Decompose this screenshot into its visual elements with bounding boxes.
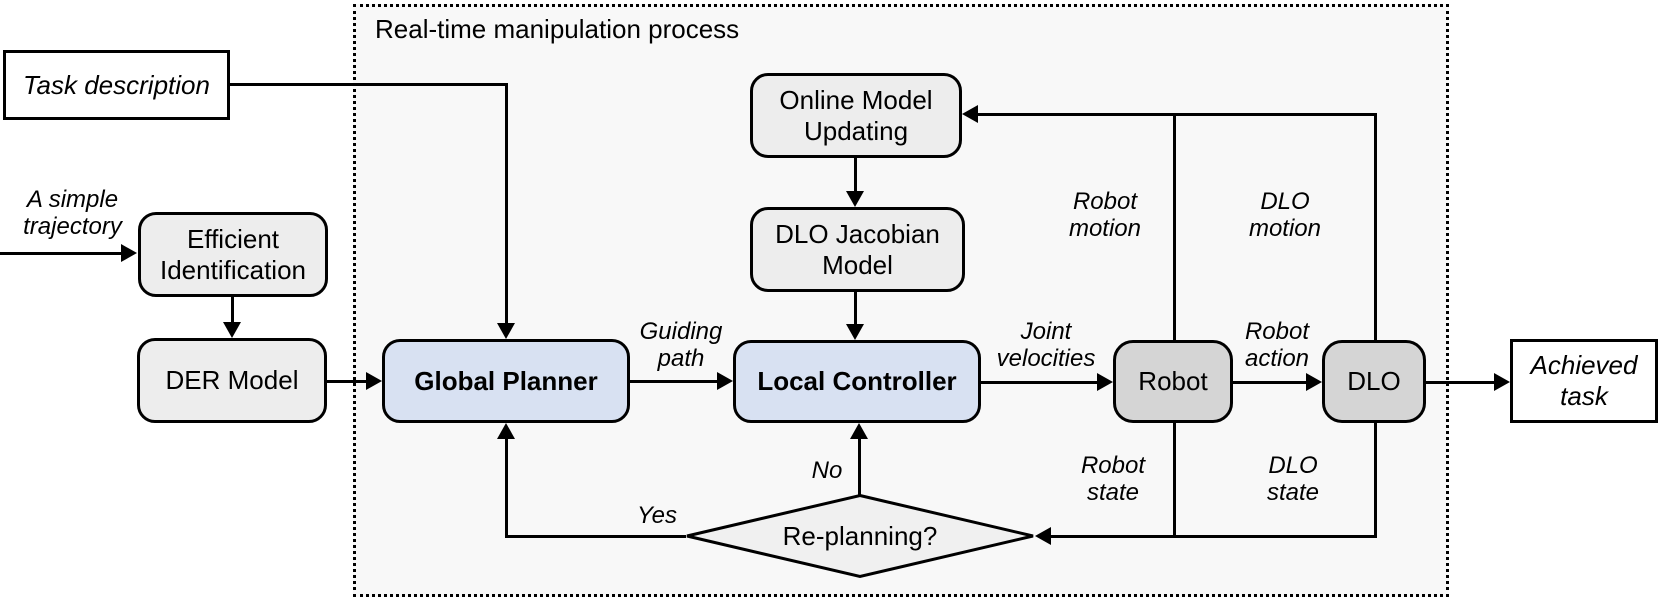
robot-action-label: Robot action xyxy=(1244,318,1310,372)
robot-motion-label: Robot motion xyxy=(1068,188,1142,242)
task-to-planner-arrowhead xyxy=(497,323,515,339)
replanning-decision: Re-planning? xyxy=(684,493,1036,579)
robot-state-label: Robot state xyxy=(1080,452,1146,506)
yes-branch-arrowhead xyxy=(497,423,515,439)
dlo-jacobian-model-box: DLO Jacobian Model xyxy=(750,207,965,292)
robot-box: Robot xyxy=(1113,340,1233,423)
dlo-state-label: DLO state xyxy=(1266,452,1320,506)
jacobian-to-controller-arrowhead xyxy=(846,324,864,340)
no-label: No xyxy=(811,457,843,484)
replanning-label: Re-planning? xyxy=(782,520,938,551)
der-to-planner-arrowhead xyxy=(366,372,382,390)
controller-to-robot-line xyxy=(981,381,1099,384)
joint-velocities-label: Joint velocities xyxy=(996,318,1096,372)
updating-to-jacobian-arrowhead xyxy=(846,191,864,207)
yes-branch-line-h xyxy=(505,535,686,538)
achieved-task-box: Achieved task xyxy=(1510,339,1658,423)
yes-label: Yes xyxy=(636,502,678,529)
planner-to-controller-line xyxy=(630,380,719,383)
motion-feedback-line-h xyxy=(976,113,1376,116)
state-feedback-arrowhead xyxy=(1035,527,1051,545)
container-title: Real-time manipulation process xyxy=(375,14,740,44)
dlo-motion-line xyxy=(1374,113,1377,340)
no-branch-line xyxy=(858,437,861,495)
no-branch-arrowhead xyxy=(850,423,868,439)
planner-to-controller-arrowhead xyxy=(717,372,733,390)
robot-state-line xyxy=(1173,423,1176,538)
task-to-planner-line-h xyxy=(230,83,507,86)
dlo-state-line xyxy=(1374,423,1377,538)
dlo-to-achieved-line xyxy=(1426,381,1496,384)
robot-motion-line xyxy=(1173,113,1176,340)
global-planner-box: Global Planner xyxy=(382,339,630,423)
jacobian-to-controller-line xyxy=(854,292,857,326)
trajectory-arrowhead xyxy=(121,244,137,262)
dlo-motion-label: DLO motion xyxy=(1248,188,1322,242)
robot-to-dlo-arrowhead xyxy=(1306,373,1322,391)
motion-feedback-arrowhead xyxy=(962,105,978,123)
task-to-planner-line-v xyxy=(505,83,508,325)
local-controller-box: Local Controller xyxy=(733,340,981,423)
identification-to-der-arrowhead xyxy=(223,322,241,338)
yes-branch-line-v xyxy=(505,437,508,538)
controller-to-robot-arrowhead xyxy=(1097,373,1113,391)
der-to-planner-line xyxy=(327,380,368,383)
online-model-updating-box: Online Model Updating xyxy=(750,73,962,158)
task-description-box: Task description xyxy=(3,50,230,120)
efficient-identification-box: Efficient Identification xyxy=(138,212,328,297)
state-feedback-line-h xyxy=(1049,535,1376,538)
replanning-diamond-shape xyxy=(686,493,1034,579)
dlo-to-achieved-arrowhead xyxy=(1494,373,1510,391)
robot-to-dlo-line xyxy=(1233,381,1308,384)
guiding-path-label: Guiding path xyxy=(639,318,723,372)
simple-trajectory-label: A simple trajectory xyxy=(23,186,122,240)
der-model-box: DER Model xyxy=(137,338,327,423)
identification-to-der-line xyxy=(231,296,234,324)
dlo-box: DLO xyxy=(1322,340,1426,423)
trajectory-line xyxy=(0,252,123,255)
updating-to-jacobian-line xyxy=(854,158,857,193)
